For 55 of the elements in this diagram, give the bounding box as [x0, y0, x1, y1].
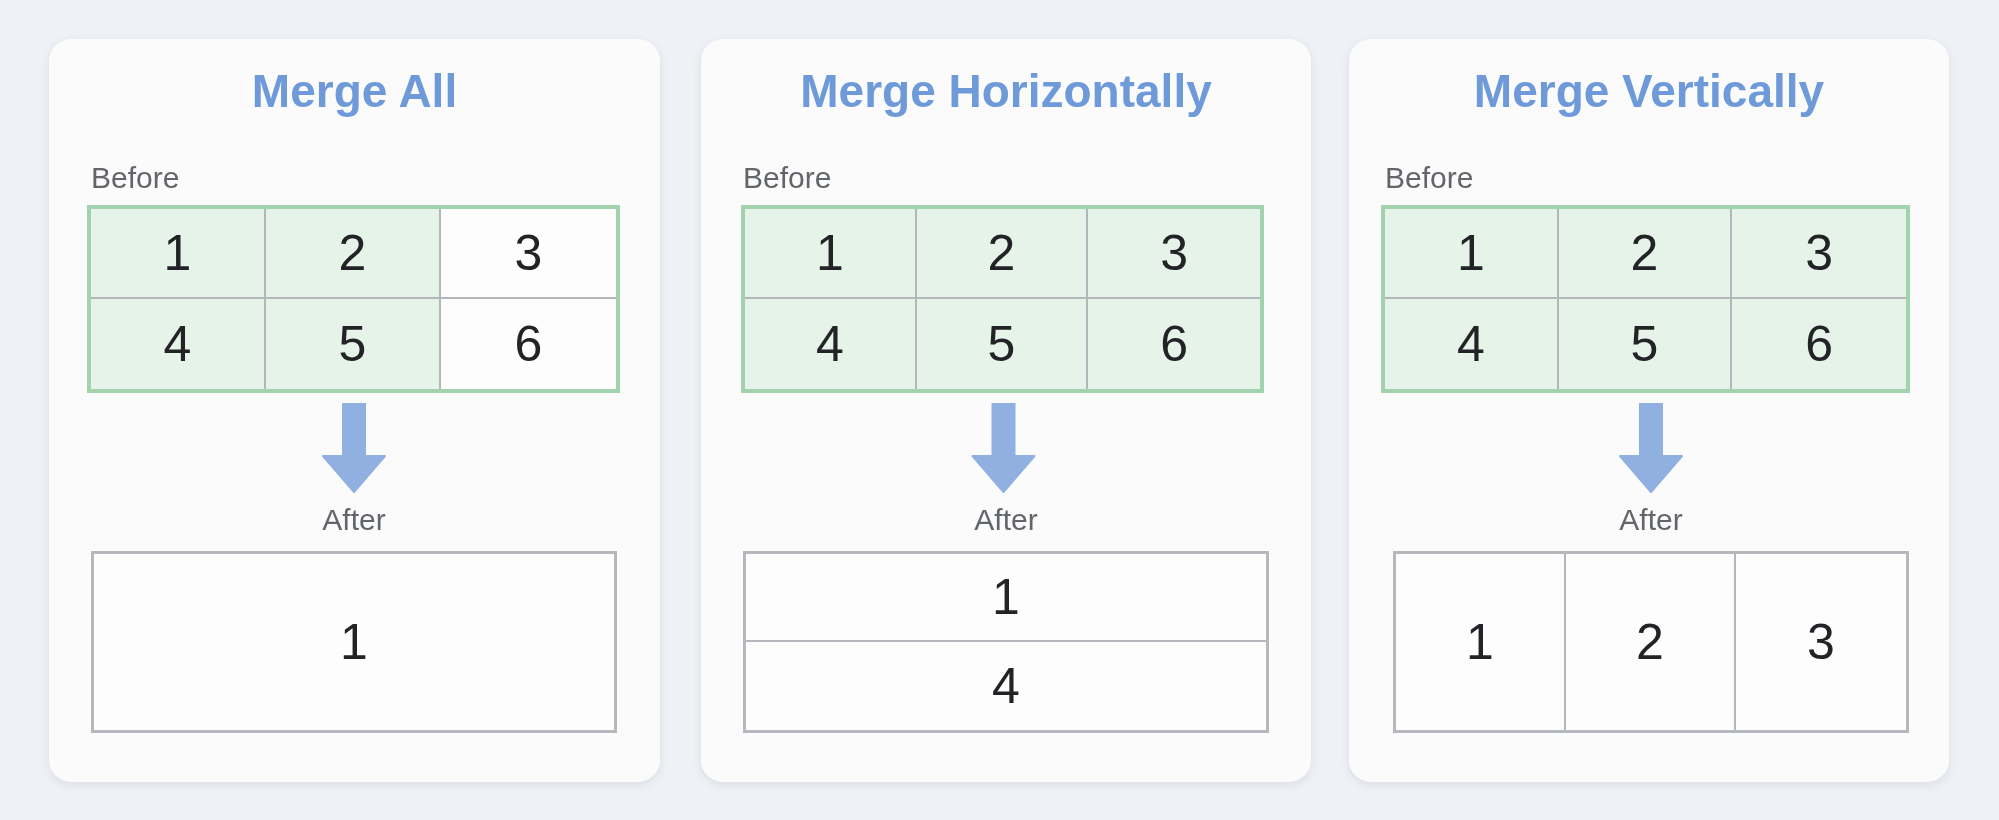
cell-number: 1 — [340, 614, 368, 670]
panel-title: Merge Vertically — [1473, 64, 1825, 118]
grid-cell — [1558, 299, 1733, 389]
cell-number: 5 — [987, 316, 1016, 372]
grid-cell — [266, 299, 441, 389]
grid-cell — [91, 299, 266, 389]
cell-number: 3 — [1805, 225, 1834, 281]
grid-cell — [1732, 209, 1906, 299]
grid-cell — [1732, 299, 1906, 389]
grid-cell — [1088, 299, 1260, 389]
cell-number: 5 — [1630, 316, 1659, 372]
cell-number: 2 — [987, 225, 1016, 281]
cell-number: 3 — [1807, 614, 1835, 670]
section-label: Before — [743, 160, 832, 196]
cell-number: 6 — [1160, 316, 1189, 372]
grid-cell — [916, 299, 1089, 389]
cell-number: 4 — [163, 316, 192, 372]
cell-number: 1 — [815, 225, 844, 281]
arrow — [322, 403, 386, 493]
grid-cell — [745, 209, 917, 299]
cell-number: 3 — [1160, 225, 1189, 281]
cell-number: 4 — [1456, 316, 1485, 372]
cell-number: 2 — [1630, 225, 1659, 281]
cell-number: 6 — [1805, 316, 1834, 372]
grid-cell — [916, 209, 1089, 299]
merge-panel — [49, 39, 660, 782]
section-label: Before — [1385, 160, 1474, 196]
cell-number: 3 — [514, 225, 543, 281]
panel-title: Merge Horizontally — [800, 64, 1212, 118]
cell-number: 5 — [338, 316, 367, 372]
panel-title: Merge All — [251, 64, 458, 118]
cell-number: 1 — [992, 569, 1020, 625]
section-label: After — [322, 502, 386, 538]
grid-cell — [1385, 299, 1559, 389]
cell-number: 6 — [514, 316, 543, 372]
grid-cell — [1385, 209, 1559, 299]
cell-number: 1 — [163, 225, 192, 281]
cell-number: 4 — [992, 658, 1020, 714]
arrow — [971, 403, 1036, 493]
grid-cell — [266, 209, 441, 299]
merge-panel — [701, 39, 1311, 782]
cell-number: 1 — [1466, 614, 1494, 670]
arrow — [1619, 403, 1683, 493]
grid-cell — [1558, 209, 1733, 299]
cell-number: 2 — [338, 225, 367, 281]
cell-number: 4 — [815, 316, 844, 372]
cell-number: 2 — [1636, 614, 1664, 670]
merge-panel — [1349, 39, 1949, 782]
cell-number: 1 — [1456, 225, 1485, 281]
grid-cell — [745, 299, 917, 389]
grid-cell — [1088, 209, 1260, 299]
grid-cell — [91, 209, 266, 299]
section-label: After — [974, 502, 1038, 538]
section-label: Before — [91, 160, 180, 196]
section-label: After — [1619, 502, 1683, 538]
